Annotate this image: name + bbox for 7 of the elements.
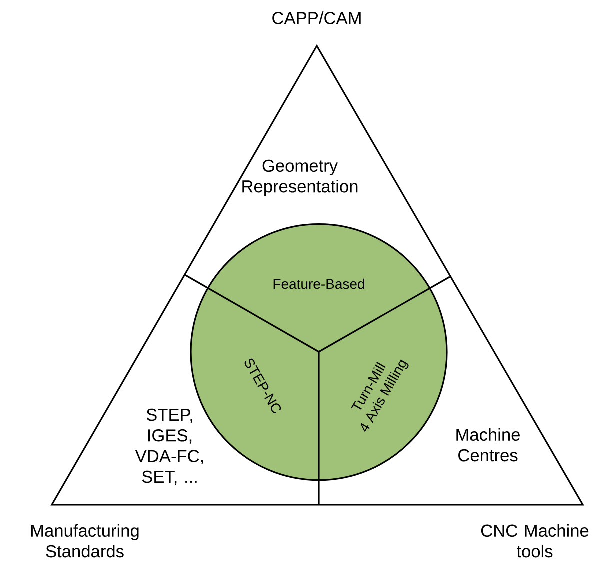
region-label: Geometry Representation (242, 160, 358, 196)
corner-label: CAPP/CAM (272, 12, 361, 24)
corner-label: Manufacturing Standards (32, 524, 139, 558)
region-label: STEP, IGES, VDA-FC, SET, ... (135, 408, 204, 486)
corner-label: CNC Machine tools (481, 524, 589, 558)
sector-label: Feature-Based (274, 278, 364, 290)
region-label: Machine Centres (456, 428, 520, 462)
